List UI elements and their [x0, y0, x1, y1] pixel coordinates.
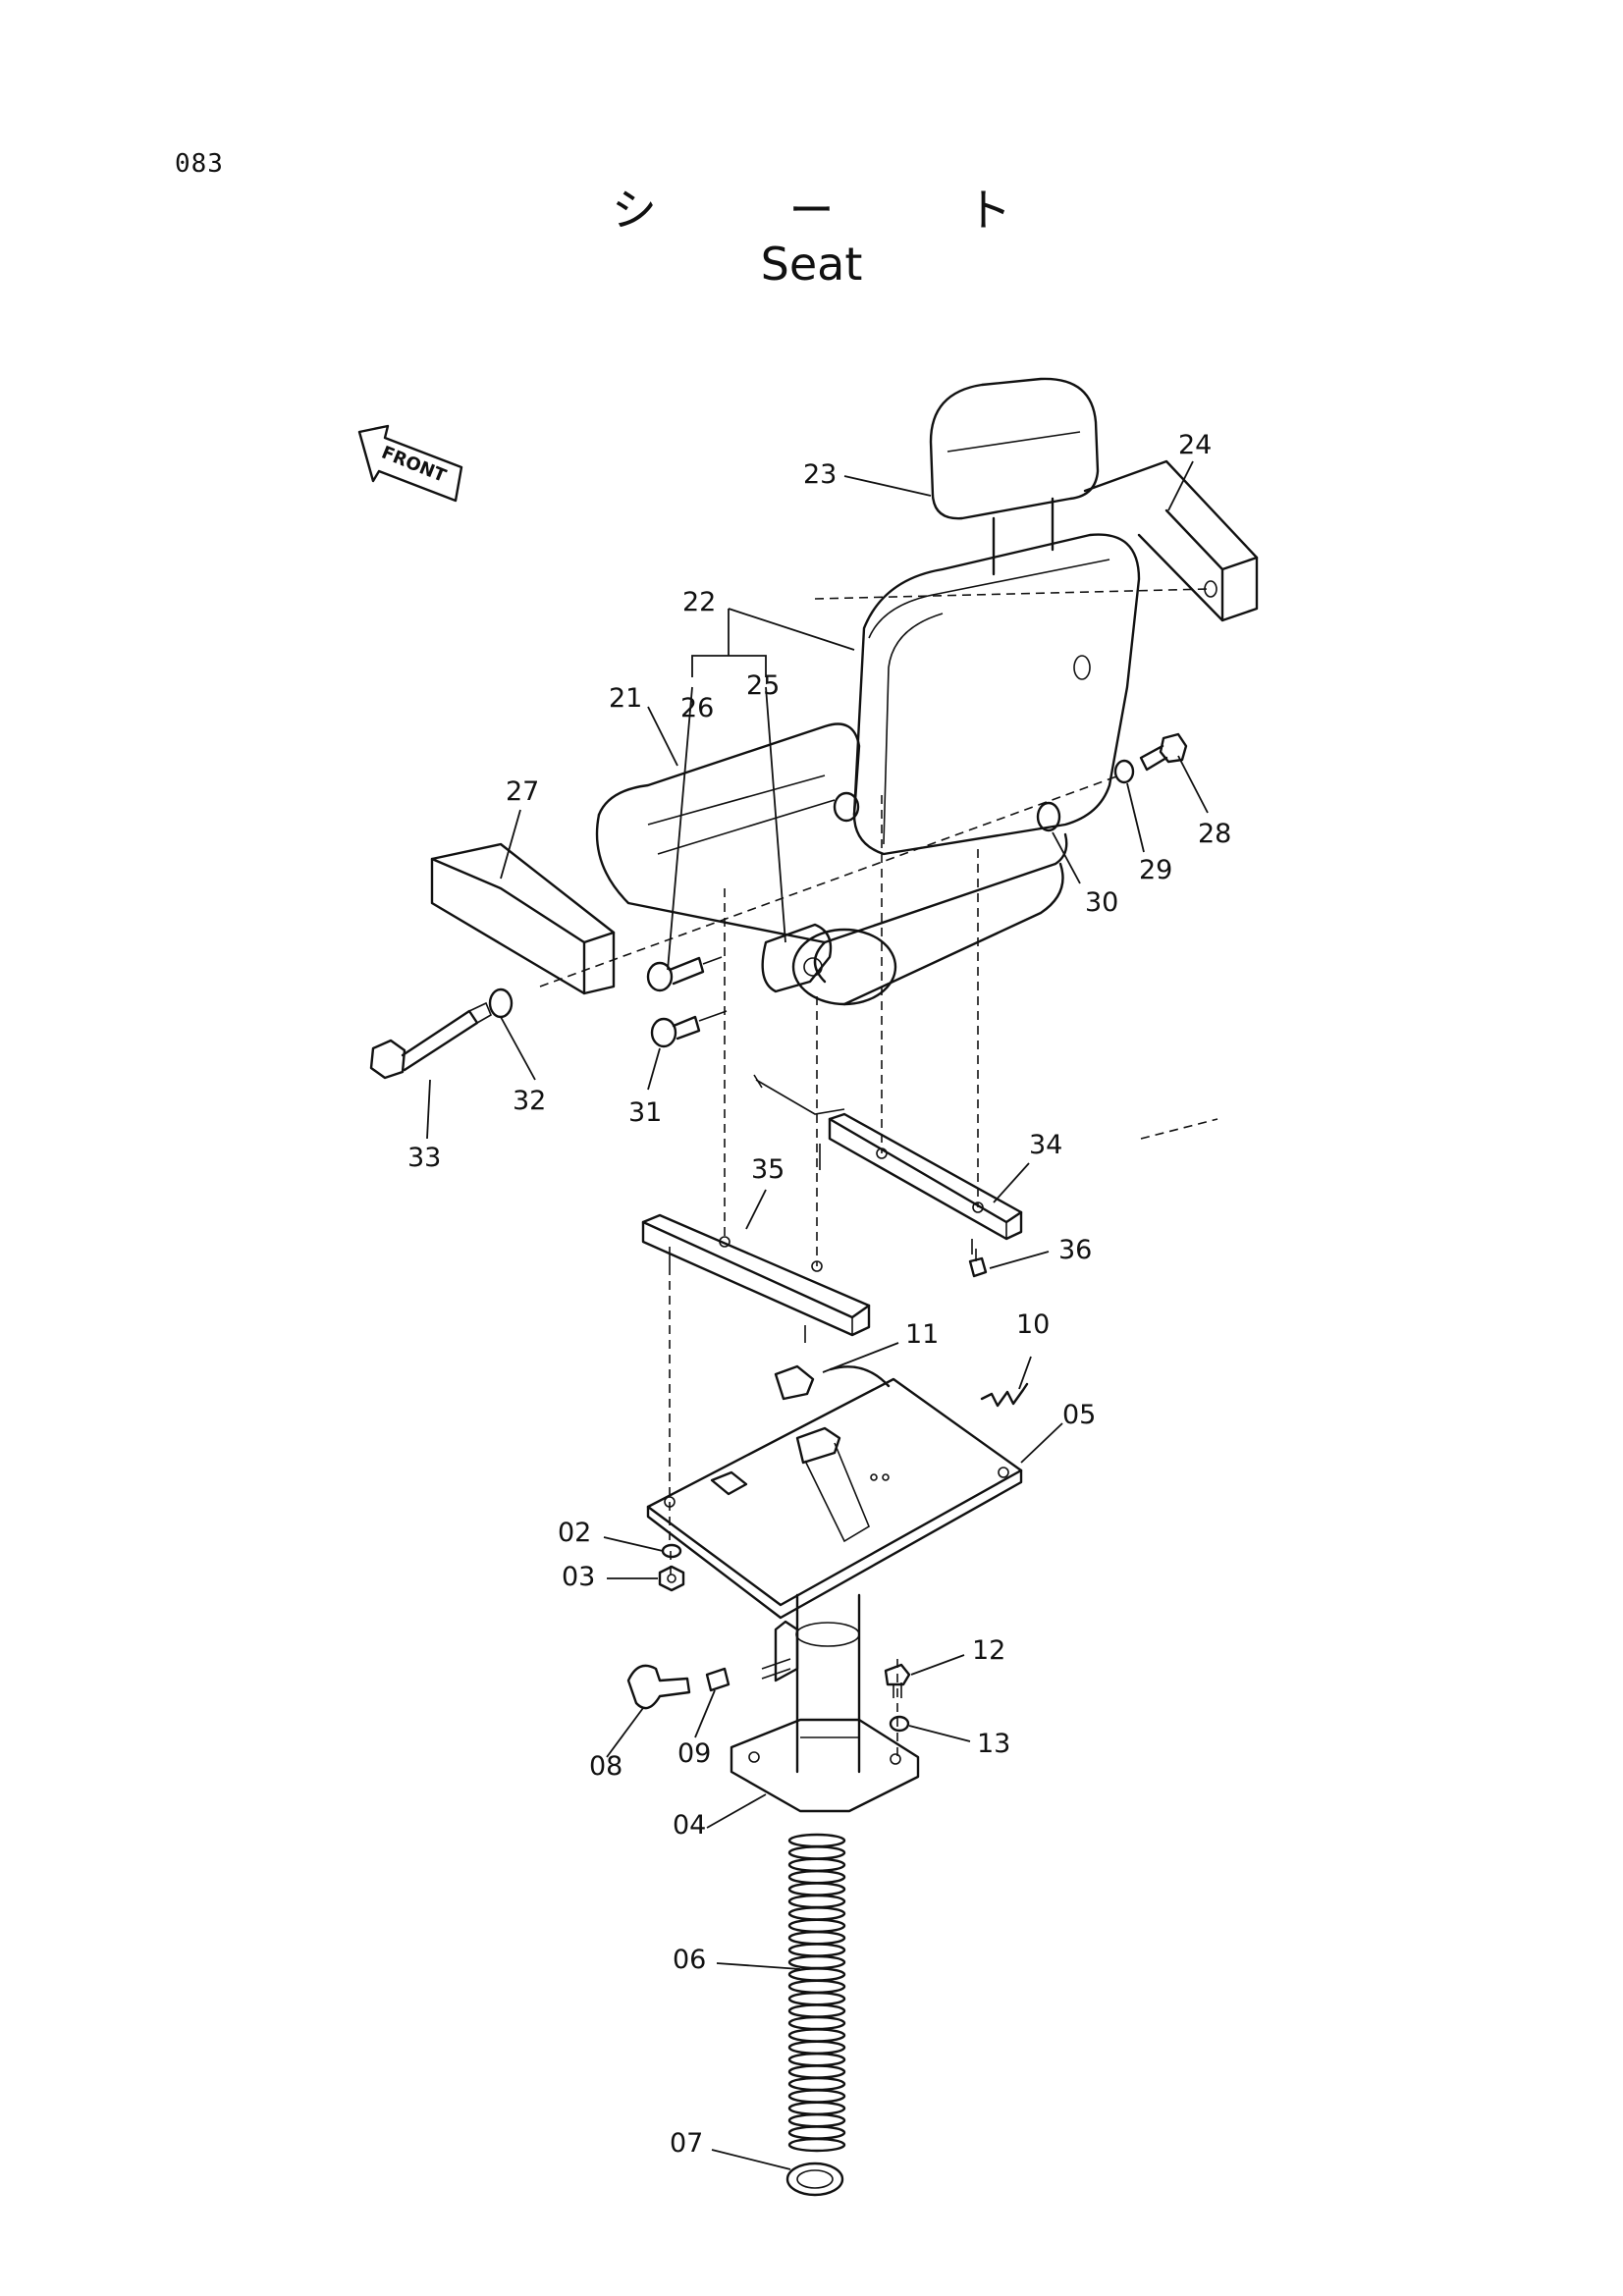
nut-36	[968, 1249, 988, 1278]
nut-03	[658, 1565, 685, 1592]
base-plate-05	[646, 1377, 1023, 1620]
spring-coil	[787, 1930, 846, 1946]
spring-coil	[787, 2112, 846, 2128]
headrest	[929, 377, 1100, 576]
coil-spring-06	[787, 1833, 846, 2153]
label-07: 07	[670, 2128, 703, 2159]
washer-30	[1036, 801, 1061, 832]
label-10: 10	[1016, 1309, 1050, 1340]
spring-coil	[787, 1869, 846, 1885]
side-bracket	[761, 923, 833, 993]
spring-coil	[787, 1954, 846, 1970]
column-04	[730, 1593, 920, 1813]
spring-coil	[787, 2125, 846, 2140]
washer-29	[1113, 759, 1135, 784]
spring-coil	[787, 1906, 846, 1921]
label-04: 04	[673, 1810, 706, 1841]
label-24: 26	[680, 693, 714, 723]
armrest-right	[1083, 459, 1259, 622]
spring-coil	[787, 1845, 846, 1860]
label-29: 29	[1139, 855, 1172, 885]
label-34: 34	[1029, 1130, 1062, 1160]
front-arrow-icon: FRONT	[357, 424, 463, 503]
label-12: 12	[972, 1635, 1005, 1666]
spring-coil	[787, 2101, 846, 2116]
label-23: 25	[746, 670, 780, 701]
spring-coil	[787, 1833, 846, 1848]
spring-coil	[787, 1991, 846, 2006]
spring-coil	[787, 2089, 846, 2104]
bushing	[833, 791, 860, 823]
label-35: 35	[751, 1154, 784, 1185]
label-22: 22	[682, 587, 716, 617]
spring-coil	[787, 2052, 846, 2067]
leader-lines	[426, 460, 1209, 2170]
label-02: 02	[558, 1518, 591, 1548]
spring-coil	[787, 1918, 846, 1934]
retaining-ring-07	[785, 2162, 844, 2197]
label-32: 32	[513, 1086, 546, 1116]
seat-cushion	[595, 722, 1068, 1006]
label-06: 06	[673, 1945, 706, 1975]
label-03: 03	[562, 1562, 595, 1592]
seat-rail-35	[641, 1213, 871, 1343]
lever-11	[774, 1364, 891, 1401]
spring-coil	[787, 1967, 846, 1982]
washer-13	[889, 1715, 910, 1733]
spring-10	[980, 1382, 1029, 1408]
washer-32	[488, 988, 514, 1019]
page-title: Seat	[760, 238, 863, 291]
spring-coil	[787, 2015, 846, 2031]
label-31: 31	[628, 1097, 662, 1128]
bolt-31	[650, 1010, 728, 1048]
label-30: 30	[1085, 887, 1118, 918]
seat-rail-34	[753, 1074, 1023, 1255]
label-05: 05	[1062, 1400, 1096, 1430]
label-26: 24	[1178, 430, 1212, 460]
page-title-japanese: シ ー ト	[611, 184, 1071, 237]
label-08: 08	[589, 1751, 622, 1782]
label-09: 09	[677, 1738, 711, 1769]
label-28: 28	[1198, 819, 1231, 849]
spring-coil	[787, 2040, 846, 2056]
bolt-28	[1139, 732, 1188, 772]
spring-coil	[787, 2003, 846, 2018]
alignment-lines	[539, 588, 1218, 1757]
spring-coil	[787, 1857, 846, 1873]
label-13: 13	[977, 1729, 1010, 1759]
spring-09	[705, 1658, 791, 1692]
label-25: 23	[803, 459, 837, 490]
armrest-left	[430, 842, 616, 995]
label-21: 21	[609, 683, 642, 714]
label-33: 33	[407, 1143, 441, 1173]
bolt-33	[369, 1001, 493, 1080]
washer-02	[661, 1543, 682, 1559]
label-11: 11	[905, 1319, 939, 1350]
spring-coil	[787, 1943, 846, 1957]
page-number: 083	[175, 149, 224, 179]
spring-coil	[787, 2076, 846, 2092]
part-labels: 23 24 22 26 25 21 27 28 29 30 31 32 33 3…	[407, 430, 1231, 2159]
bolt-12	[884, 1663, 911, 1698]
spring-coil	[787, 2028, 846, 2043]
seat-back	[852, 533, 1141, 856]
group-bracket-22	[691, 608, 855, 677]
bolt-24	[646, 956, 723, 992]
label-27: 27	[506, 776, 539, 807]
label-36: 36	[1058, 1235, 1092, 1265]
spring-coil	[787, 1894, 846, 1909]
spring-coil	[787, 2064, 846, 2079]
spring-coil	[787, 1979, 846, 1995]
spring-coil	[787, 2137, 846, 2153]
knob-08	[626, 1664, 691, 1710]
spring-coil	[787, 1882, 846, 1896]
